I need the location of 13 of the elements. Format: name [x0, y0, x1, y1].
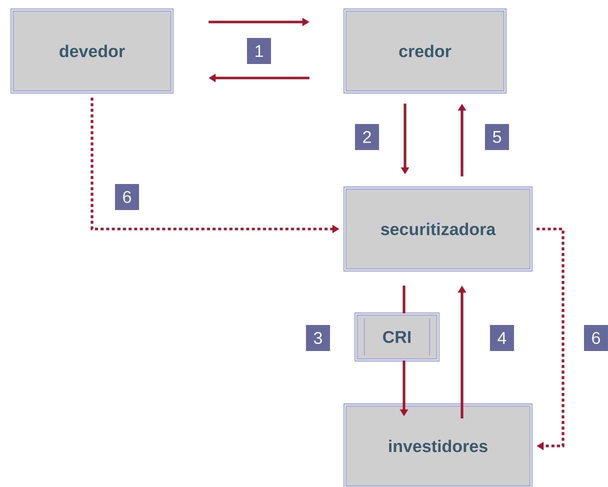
step-number: 6	[584, 324, 608, 351]
step-number: 2	[355, 124, 379, 150]
document-box: CRI	[354, 312, 440, 362]
arrow	[536, 228, 564, 450]
entity-box: devedor	[10, 8, 174, 94]
step-number: 1	[247, 38, 271, 64]
step-number: 5	[485, 124, 509, 150]
entity-box: investidores	[343, 403, 533, 487]
step-number: 6	[115, 184, 139, 210]
step-number: 4	[490, 324, 514, 351]
step-number: 3	[306, 324, 330, 351]
entity-box: credor	[343, 8, 507, 94]
entity-box: securitizadora	[343, 186, 533, 272]
